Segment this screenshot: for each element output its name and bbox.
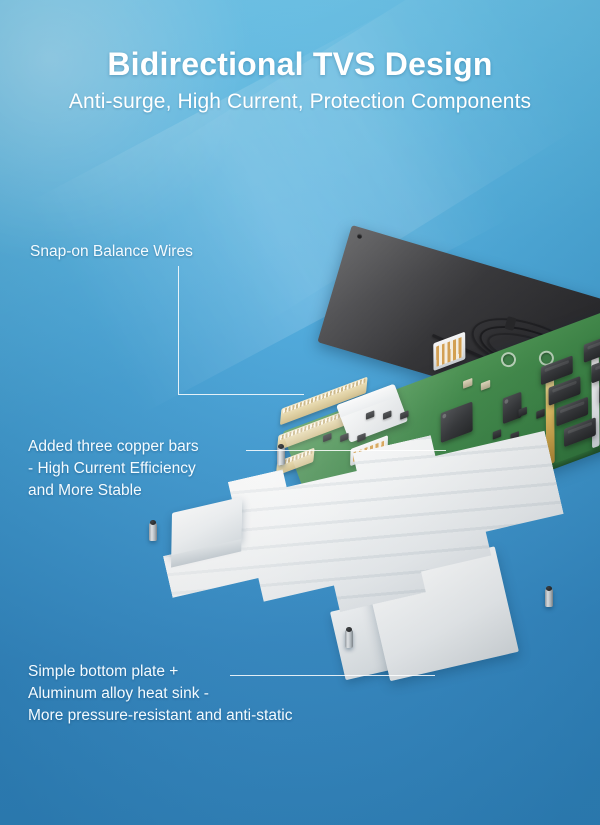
leader-line-copper-bars — [246, 450, 446, 451]
standoff-post — [545, 586, 553, 607]
callout-bottom-plate: Simple bottom plate + Aluminum alloy hea… — [28, 661, 292, 727]
leader-line-bottom-plate — [230, 675, 435, 676]
standoff-post — [277, 444, 285, 465]
callout-line: Added three copper bars — [28, 438, 199, 455]
callout-line: Snap-on Balance Wires — [30, 243, 193, 260]
leader-line-balance-wires — [178, 394, 304, 395]
callout-line: More pressure-resistant and anti-static — [28, 707, 293, 724]
standoff-post — [345, 627, 353, 648]
callout-line: Simple bottom plate + — [28, 663, 179, 680]
callout-snap-on-balance-wires: Snap-on Balance Wires — [30, 241, 193, 263]
leader-line-balance-wires — [178, 266, 179, 394]
callout-copper-bars: Added three copper bars - High Current E… — [28, 436, 199, 502]
standoff-post — [149, 520, 157, 541]
callout-line: and More Stable — [28, 482, 142, 499]
page-title: Bidirectional TVS Design — [107, 46, 493, 82]
callout-line: Aluminum alloy heat sink - — [28, 685, 209, 702]
page-subtitle: Anti-surge, High Current, Protection Com… — [68, 90, 532, 113]
callout-line: - High Current Efficiency — [28, 460, 196, 477]
heat-sink-riser-block — [171, 496, 243, 568]
